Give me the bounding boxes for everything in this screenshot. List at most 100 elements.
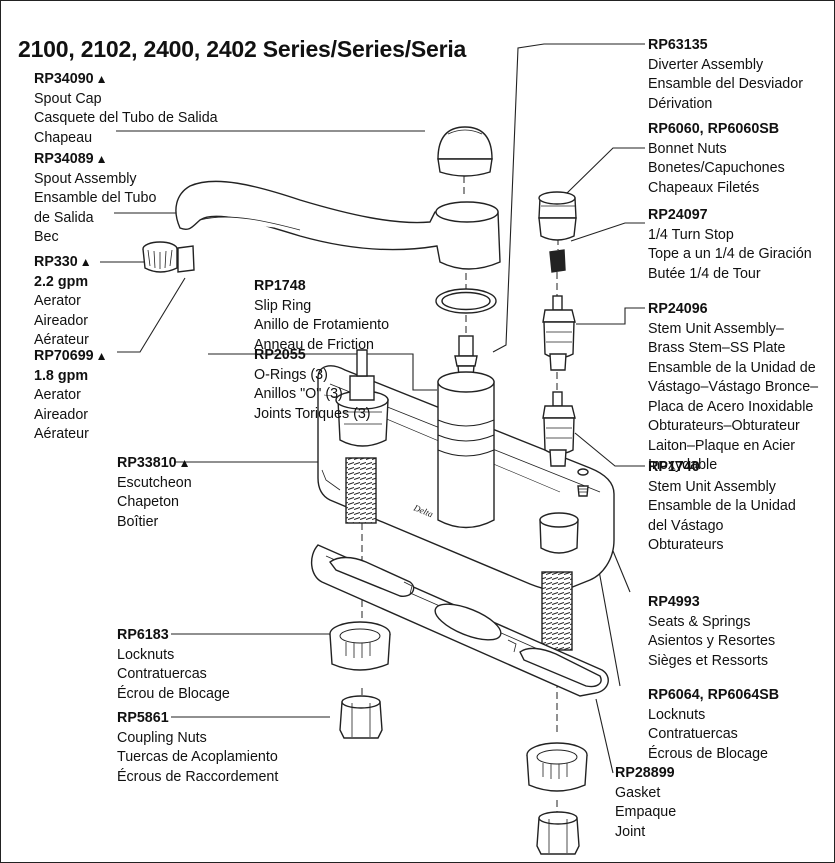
- gasket-plate-part: [311, 544, 609, 697]
- part-description-line: Boîtier: [117, 513, 159, 530]
- part-description-line: Tope a un 1/4 de Giración: [648, 246, 812, 262]
- part-code: RP24096: [648, 301, 708, 317]
- replacement-marker-icon: ▲: [178, 456, 191, 470]
- spout-assembly-part: [142, 180, 501, 273]
- part-description-line: Anillos "O" (3): [254, 386, 343, 402]
- spout-cap-part: [437, 126, 493, 177]
- part-code: RP4993: [648, 594, 700, 610]
- replacement-marker-icon: ▲: [95, 152, 108, 166]
- part-description-line: Aerator: [34, 293, 81, 309]
- part-description-line: Écrous de Raccordement: [117, 768, 279, 785]
- part-description-line: Contratuercas: [648, 726, 738, 742]
- part-code: RP28899: [615, 765, 675, 781]
- part-description-line: Spout Assembly: [34, 170, 137, 187]
- part-description-line: 1.8 gpm: [34, 367, 89, 384]
- part-description-line: Bonnet Nuts: [648, 140, 727, 157]
- part-description-line: Dérivation: [648, 95, 713, 112]
- part-code: RP5861: [117, 710, 169, 726]
- part-code: RP1748: [254, 278, 306, 294]
- stem-unit-part: [542, 391, 576, 467]
- part-description-line: Joints Toriques (3): [254, 405, 371, 422]
- part-description-line: Aireador: [34, 312, 89, 329]
- part-description-line: Joint: [615, 823, 646, 840]
- part-description-line: Seats & Springs: [648, 613, 751, 630]
- part-code: RP6060, RP6060SB: [648, 121, 780, 137]
- part-description-line: Butée 1/4 de Tour: [648, 265, 761, 282]
- part-description-line: Chapeaux Filetés: [648, 179, 760, 196]
- part-description-line: Diverter Assembly: [648, 56, 764, 73]
- part-description-line: Sièges et Ressorts: [648, 652, 768, 669]
- stem-unit-brass-part: [542, 295, 576, 371]
- part-description-line: de Salida: [34, 209, 94, 226]
- part-description-line: Anillo de Frotamiento: [254, 317, 390, 333]
- part-description-line: Aérateur: [34, 332, 89, 348]
- part-code: RP63135: [648, 37, 708, 53]
- part-description-line: Aerator: [34, 387, 81, 403]
- part-description-line: Anneau de Friction: [254, 336, 375, 353]
- part-description-line: Aérateur: [34, 426, 89, 442]
- part-description-line: del Vástago: [648, 517, 724, 534]
- part-description-line: Spout Cap: [34, 90, 102, 107]
- part-description-line: Locknuts: [117, 646, 175, 663]
- part-code: RP6064, RP6064SB: [648, 687, 780, 703]
- part-description-line: Placa de Acero Inoxidable: [648, 398, 814, 415]
- part-description-line: Chapeton: [117, 494, 180, 510]
- part-description-line: Locknuts: [648, 706, 706, 723]
- part-description-line: Aireador: [34, 406, 89, 423]
- part-description-line: 2.2 gpm: [34, 273, 89, 290]
- part-code: RP33810▲: [117, 455, 191, 471]
- part-code: RP34090▲: [34, 71, 108, 87]
- locknut-left-part: [329, 621, 391, 671]
- part-description-line: Bec: [34, 229, 59, 245]
- page-title: 2100, 2102, 2400, 2402 Series/Series/Ser…: [18, 36, 467, 62]
- part-description-line: Gasket: [615, 784, 661, 801]
- part-description-line: Empaque: [615, 804, 677, 820]
- part-description-line: Obturateurs: [648, 537, 724, 553]
- part-code: RP24097: [648, 207, 708, 223]
- replacement-marker-icon: ▲: [95, 349, 108, 363]
- part-description-line: Brass Stem–SS Plate: [648, 340, 786, 356]
- part-code: RP2055: [254, 347, 306, 363]
- part-description-line: Laiton–Plaque en Acier: [648, 437, 796, 454]
- escutcheon-part: [317, 349, 615, 651]
- part-description-line: Contratuercas: [117, 666, 207, 682]
- part-description-line: 1/4 Turn Stop: [648, 226, 734, 243]
- part-description-line: Ensamble del Desviador: [648, 76, 803, 92]
- part-description-line: Coupling Nuts: [117, 729, 207, 746]
- coupling-nut-left-part: [339, 695, 383, 739]
- seats-springs-part: [577, 468, 589, 497]
- replacement-marker-icon: ▲: [95, 72, 108, 86]
- coupling-nut-right-part: [536, 811, 580, 855]
- part-description-line: Bonetes/Capuchones: [648, 160, 785, 176]
- part-description-line: Tuercas de Acoplamiento: [117, 749, 278, 765]
- part-description-line: Écrous de Blocage: [648, 745, 769, 762]
- part-description-line: Slip Ring: [254, 297, 312, 314]
- part-description-line: Asientos y Resortes: [648, 633, 776, 649]
- replacement-marker-icon: ▲: [79, 255, 92, 269]
- part-code: RP1740: [648, 459, 700, 475]
- locknut-right-part: [526, 742, 588, 792]
- part-code: RP6183: [117, 627, 169, 643]
- part-description-line: O-Rings (3): [254, 366, 328, 383]
- part-description-line: Ensamble del Tubo: [34, 190, 157, 206]
- turn-stop-part: [549, 249, 566, 273]
- part-description-line: Ensamble de la Unidad: [648, 498, 796, 514]
- part-description-line: Chapeau: [34, 129, 93, 146]
